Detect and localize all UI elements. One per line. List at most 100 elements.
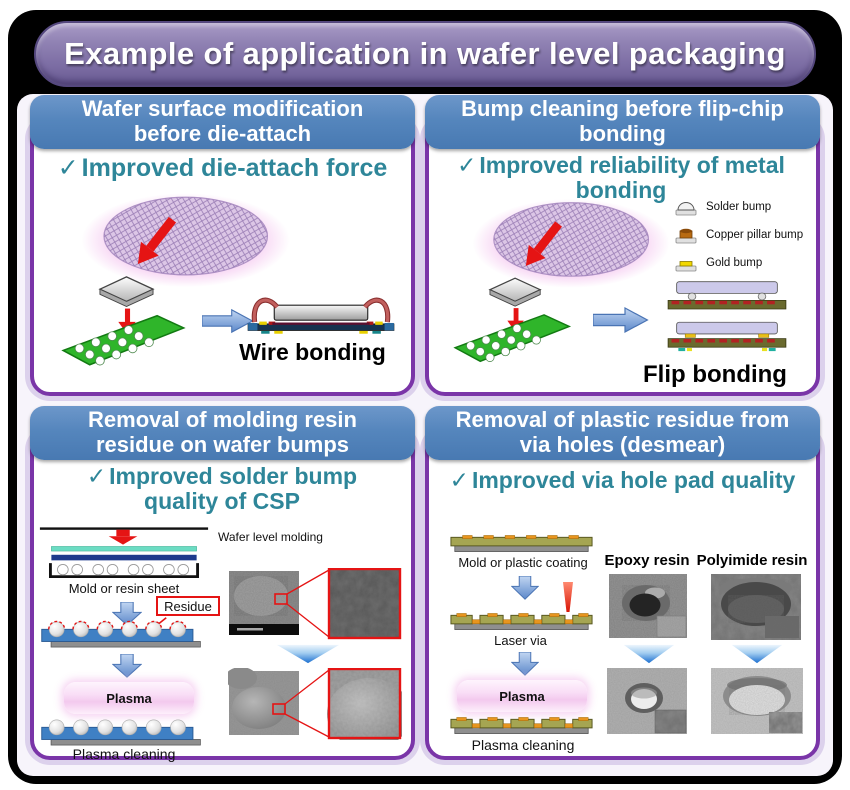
clean-bumps [48,719,186,736]
gold-bump-icon [675,261,697,272]
panel-molding-residue-header-text: Removal of molding resin residue on wafe… [88,407,357,457]
benefit-die-attach-text: Improved die-attach force [81,154,388,182]
red-arrow-icon [525,221,563,266]
residue-callout: Residue [156,596,220,616]
wafer-pick-place-diagram [61,193,290,366]
epoxy-resin-label: Epoxy resin [604,552,690,569]
blue-triangle-arrow-icon [276,644,340,664]
red-arrow-icon [137,216,177,264]
slide-background: Example of application in wafer level pa… [8,10,842,784]
plasma-cleaning-label: Plasma cleaning [471,737,575,753]
die-icon [488,277,542,307]
panel-die-attach-header: Wafer surface modification before die-at… [30,95,415,149]
sem-bump-smooth [228,668,299,735]
laser-via-label: Laser via [494,633,547,648]
page-title: Example of application in wafer level pa… [64,36,786,71]
substrate-board-icon [453,314,572,363]
legend-item-copper: Copper pillar bump [673,225,803,245]
blue-down-arrow-icon [112,602,142,626]
panel-bump-cleaning-header-text: Bump cleaning before flip-chip bonding [461,96,784,146]
zoom-region-box [272,703,286,715]
benefit-bump-cleaning: ✓Improved reliability of metal bonding [441,152,801,204]
sem-bump-rough [229,571,299,635]
benefit-die-attach: ✓Improved die-attach force [30,154,415,183]
wire-bonding-cross-section [247,297,395,334]
mold-or-plastic-coating-label: Mold or plastic coating [458,555,588,570]
benefit-molding-residue: ✓Improved solder bump quality of CSP [72,463,372,515]
bumps-cleaned [41,719,201,746]
mold-container [48,563,200,578]
blue-right-arrow-icon [202,308,254,334]
check-icon: ✓ [449,467,469,493]
panel-via-desmear: Removal of plastic residue from via hole… [425,406,820,760]
wafer-level-molding-label: Wafer level molding [218,530,323,544]
bump-circles [57,564,190,576]
laser-via-board-diagram [450,613,593,630]
blue-down-arrow-icon [511,652,539,676]
benefit-via-desmear-text: Improved via hole pad quality [471,467,796,493]
legend-item-solder: Solder bump [673,197,803,217]
wafer-pick-place-diagram [453,198,670,363]
bumps-with-residue [41,620,201,648]
chip-die [273,304,369,321]
mold-or-resin-sheet-label: Mold or resin sheet [68,581,180,596]
panel-via-desmear-header: Removal of plastic residue from via hole… [425,406,820,460]
polyimide-resin-label: Polyimide resin [696,552,808,569]
bond-wires [251,297,391,323]
cleaned-via-board-diagram [450,717,593,734]
blue-triangle-arrow-icon [731,644,783,664]
panel-molding-residue: Removal of molding resin residue on wafe… [30,406,415,762]
legend-label-solder: Solder bump [706,201,772,213]
blue-down-arrow-icon [112,654,142,678]
wire-bonding-label: Wire bonding [239,339,386,365]
substrate-board-icon [61,314,186,366]
panel-bump-cleaning-header: Bump cleaning before flip-chip bonding [425,95,820,149]
plasma-zone: Plasma [64,682,194,714]
benefit-via-desmear: ✓Improved via hole pad quality [425,467,820,493]
panel-die-attach-header-text: Wafer surface modification before die-at… [81,96,364,146]
wafer-icon [493,202,650,277]
wafer-icon [103,196,269,276]
flip-stack-bottom [667,321,787,352]
sem-bump-before-pair [229,568,402,640]
laser-beam-icon [563,582,573,612]
sem-polyimide-before [711,574,801,640]
sem-bump-after-pair [228,668,402,740]
plasma-label: Plasma [106,690,152,706]
zoom-region-box [274,593,288,605]
wafer-level-molding-diagram [39,527,209,578]
sem-bump-rough-zoom [327,568,402,640]
title-banner: Example of application in wafer level pa… [34,21,816,87]
check-icon: ✓ [457,152,477,178]
panel-die-attach: Wafer surface modification before die-at… [30,95,415,396]
solder-bump-icon [675,202,697,216]
red-down-arrow-icon [108,529,138,545]
coated-board-diagram [450,535,593,552]
legend-label-gold: Gold bump [706,257,763,269]
sem-epoxy-after [607,668,687,734]
sem-epoxy-before [609,574,687,638]
legend-item-gold: Gold bump [673,253,803,273]
plasma-cleaning-label: Plasma cleaning [72,746,176,762]
blue-right-arrow-icon [593,306,649,334]
flip-chip-stacks [667,281,787,352]
panel-via-desmear-header-text: Removal of plastic residue from via hole… [455,407,790,457]
check-icon: ✓ [57,154,79,182]
residue-label: Residue [164,598,212,614]
blue-triangle-arrow-icon [623,644,675,664]
flip-stack-top [667,281,787,310]
plasma-label: Plasma [499,688,545,704]
flip-bonding-label: Flip bonding [643,361,787,388]
die-icon [98,276,155,308]
benefit-molding-residue-text: Improved solder bump quality of CSP [109,463,358,515]
check-icon: ✓ [86,463,107,489]
sem-polyimide-after [711,668,803,734]
panel-molding-residue-header: Removal of molding resin residue on wafe… [30,406,415,460]
plasma-zone: Plasma [457,680,587,712]
bump-type-legend: Solder bump Copper pillar bump Gold bump [673,197,803,273]
copper-pillar-bump-icon [675,228,697,244]
panel-bump-cleaning: Bump cleaning before flip-chip bonding ✓… [425,95,820,396]
legend-label-copper: Copper pillar bump [706,229,804,241]
benefit-bump-cleaning-text: Improved reliability of metal bonding [479,152,785,204]
board-pads [248,321,394,334]
